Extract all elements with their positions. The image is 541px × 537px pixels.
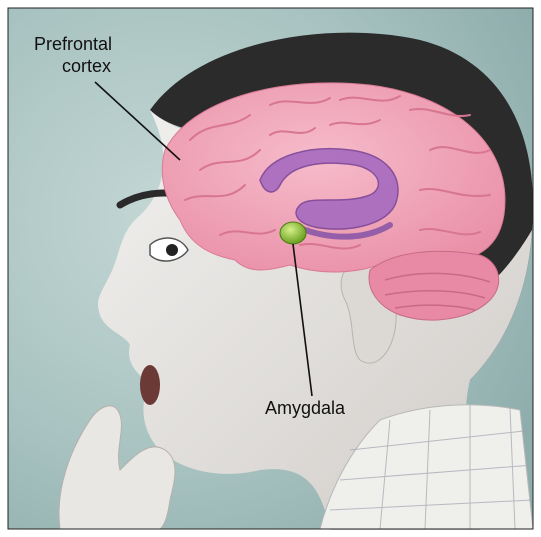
prefrontal-label-line1: Prefrontal bbox=[34, 34, 112, 54]
amygdala-label: Amygdala bbox=[265, 398, 345, 418]
pupil bbox=[166, 244, 178, 256]
mouth bbox=[140, 365, 160, 405]
prefrontal-label-line2: cortex bbox=[62, 56, 111, 76]
amygdala-shape bbox=[280, 222, 306, 244]
